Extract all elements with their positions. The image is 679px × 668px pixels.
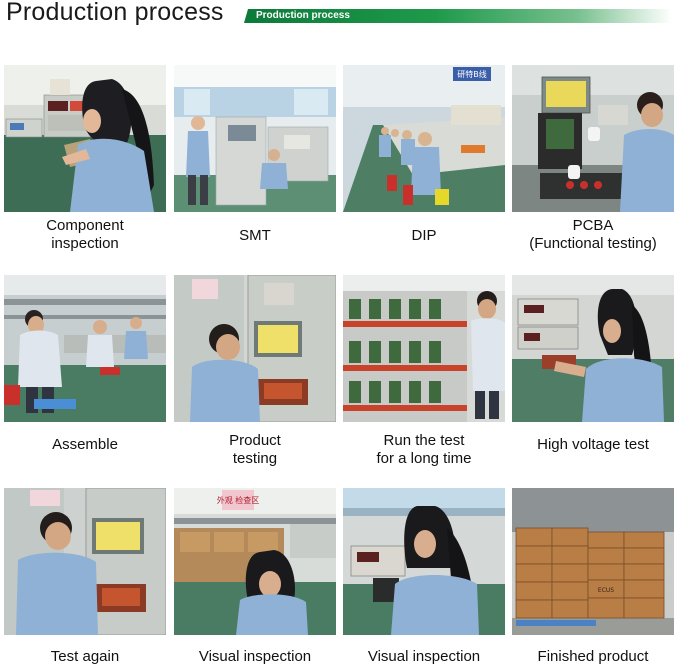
- banner-label: Production process: [256, 10, 350, 21]
- photo-component-inspection: [4, 65, 166, 212]
- photo-smt: [174, 65, 336, 212]
- photo-assemble: [4, 275, 166, 422]
- caption-line: Visual inspection: [198, 648, 312, 665]
- photo-dip: 研特B线: [343, 65, 505, 212]
- step-caption: High voltage test: [506, 436, 679, 454]
- photo-pcba: [512, 65, 674, 212]
- caption-line: High voltage test: [537, 436, 649, 453]
- photo-finished-product: ECUS: [512, 488, 674, 635]
- page-header: Production process Production process: [0, 0, 679, 30]
- caption-line: DIP: [411, 227, 437, 244]
- step-caption: Run the test for a long time: [337, 432, 511, 468]
- photo-visual-inspection-2: [343, 488, 505, 635]
- caption-line: for a long time: [376, 450, 472, 467]
- caption-line: testing: [232, 450, 278, 467]
- caption-line: (Functional testing): [529, 235, 657, 252]
- caption-line: Test again: [50, 648, 120, 665]
- step-caption: Assemble: [0, 436, 172, 454]
- photo-high-voltage-test: [512, 275, 674, 422]
- step-caption: Component inspection: [0, 217, 172, 253]
- photo-product-testing: [174, 275, 336, 422]
- step-caption: Test again: [0, 648, 172, 666]
- step-caption: SMT: [168, 227, 342, 245]
- step-caption: PCBA (Functional testing): [506, 217, 679, 253]
- title-banner: Production process: [244, 9, 672, 23]
- step-caption: Visual inspection: [337, 648, 511, 666]
- step-caption: Product testing: [168, 432, 342, 468]
- step-caption: Finished product: [506, 648, 679, 666]
- caption-line: inspection: [51, 235, 119, 252]
- photo-visual-inspection-1: 外观 检查区: [174, 488, 336, 635]
- dip-line-sign: 研特B线: [457, 69, 487, 79]
- visual-area-sign: 外观 检查区: [217, 495, 260, 505]
- caption-line: Component: [46, 217, 124, 234]
- step-caption: Visual inspection: [168, 648, 342, 666]
- caption-line: PCBA: [572, 217, 614, 234]
- caption-line: Assemble: [52, 436, 118, 453]
- caption-line: Visual inspection: [367, 648, 481, 665]
- step-caption: DIP: [337, 227, 511, 245]
- box-label: ECUS: [598, 587, 614, 594]
- page-title: Production process: [6, 0, 224, 26]
- caption-line: Product: [229, 432, 281, 449]
- photo-long-run-test: [343, 275, 505, 422]
- caption-line: SMT: [239, 227, 271, 244]
- photo-test-again: [4, 488, 166, 635]
- caption-line: Finished product: [537, 648, 649, 665]
- caption-line: Run the test: [383, 432, 465, 449]
